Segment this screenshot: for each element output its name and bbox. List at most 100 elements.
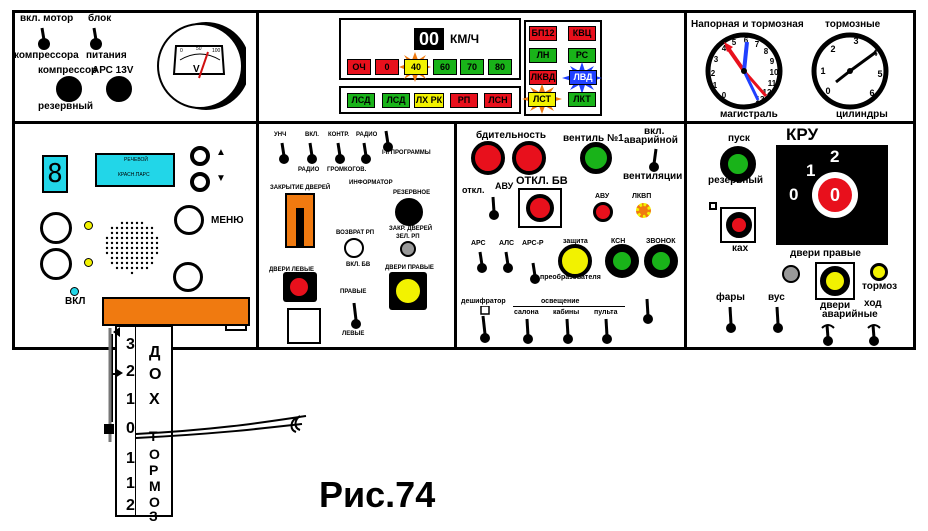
speaker-hole (115, 236, 119, 240)
reserve-compressor-button[interactable] (56, 76, 82, 102)
compressor-label: компрессора (14, 50, 79, 61)
converter-protection-button[interactable] (558, 244, 592, 278)
speaker-hole (140, 246, 144, 250)
lamp-lkt: ЛКТ (568, 92, 596, 107)
doors-left-button[interactable] (288, 276, 310, 298)
handle-char-3: Х (149, 391, 160, 408)
door-side-toggle[interactable] (349, 302, 363, 332)
reserve-door-close-button[interactable] (395, 198, 423, 226)
doors-right-button[interactable] (394, 277, 422, 305)
bv-off-button[interactable] (526, 194, 554, 222)
radio-toggle[interactable] (305, 142, 319, 166)
aps-button[interactable] (106, 76, 132, 102)
g1-tick-2: 2 (711, 69, 716, 78)
move-emergency-toggle[interactable] (866, 322, 882, 348)
door-close2-label: ЗАКР. ДВЕРЕЙ (389, 226, 433, 232)
speaker-hole (120, 241, 124, 245)
digit-display: 8 (42, 155, 68, 193)
speaker-hole (120, 246, 124, 250)
doors-left-cover (287, 308, 321, 344)
bv-off-label: ОТКЛ. БВ (516, 175, 568, 187)
als-toggle[interactable] (501, 251, 515, 275)
handle-char-2: О (149, 366, 162, 383)
power-toggle-switch[interactable] (88, 26, 104, 52)
speaker-hole (135, 256, 139, 260)
vigilance-label: бдительность (476, 130, 547, 141)
doors-right2-button[interactable] (820, 266, 850, 296)
g1-tick-1: 1 (713, 81, 718, 90)
loudspeaker-toggle[interactable] (333, 142, 347, 166)
program-toggle[interactable] (381, 130, 395, 154)
ars-r-toggle[interactable] (528, 262, 542, 286)
headlights-label: фары (716, 292, 745, 303)
brake-lamp (870, 263, 888, 281)
ars-toggle[interactable] (475, 251, 489, 275)
up-button[interactable] (190, 146, 210, 166)
informator-toggle[interactable] (359, 142, 373, 166)
orange-handle-bar[interactable] (102, 297, 250, 326)
ventilation-label: вентиляции (623, 171, 683, 182)
g1-tick-12: 12 (763, 88, 772, 97)
salon-light-toggle[interactable] (521, 318, 535, 346)
speaker-hole (105, 241, 109, 245)
door-close-lever[interactable] (296, 208, 304, 246)
kru-pos-2: 2 (830, 147, 840, 166)
g2-tick-6: 6 (869, 88, 874, 98)
emergency-label: аварийные (822, 309, 878, 320)
menu-button[interactable] (174, 205, 204, 235)
speaker-hole (130, 221, 134, 225)
valve1-label: вентиль №1 (563, 133, 624, 144)
bell-button[interactable] (644, 244, 678, 278)
speaker-hole (110, 246, 114, 250)
vigilance-button-1[interactable] (471, 141, 505, 175)
left-button-2[interactable] (40, 248, 72, 280)
lamp-lst: ЛСТ (528, 92, 556, 107)
down-button[interactable] (190, 172, 210, 192)
kru-key[interactable]: 0 (818, 178, 852, 212)
info-screen (95, 153, 175, 187)
reserve-start-button[interactable] (720, 146, 756, 182)
return-rp-label: ВОЗВРАТ РП (336, 230, 375, 236)
decoder-toggle[interactable] (478, 306, 492, 346)
reserve-door-label: РЕЗЕРВНОЕ (393, 190, 431, 196)
vus-toggle[interactable] (771, 306, 785, 336)
ars-r-label: АРС-Р (522, 240, 544, 247)
speaker-hole (130, 241, 134, 245)
extra-toggle[interactable] (641, 298, 655, 326)
g1-tick-7: 7 (755, 40, 760, 49)
lamp-lhrk: ЛХ РК (414, 93, 444, 108)
right-round-button[interactable] (173, 262, 203, 292)
vent-emergency-toggle[interactable] (647, 148, 661, 174)
handle-char-5: О (149, 446, 160, 462)
g1-tick-3: 3 (714, 55, 719, 64)
speaker-hole (150, 241, 154, 245)
speaker-hole (110, 261, 114, 265)
valve1-button[interactable] (580, 142, 612, 174)
handle-pos-1c: 1 (126, 475, 135, 492)
ksn-button[interactable] (605, 244, 639, 278)
speaker-hole (105, 246, 109, 250)
headlights-toggle[interactable] (724, 306, 738, 336)
motor-toggle-switch[interactable] (36, 26, 52, 52)
doors-right-label: ДВЕРИ ПРАВЫЕ (385, 265, 434, 271)
vigilance-button-2[interactable] (512, 141, 546, 175)
speaker-hole (110, 251, 114, 255)
speaker-hole (135, 241, 139, 245)
vent-emergency-label: аварийной (624, 135, 678, 146)
speed-value: 00 (414, 28, 444, 50)
console-light-toggle[interactable] (600, 318, 614, 346)
g2-tick-1: 1 (820, 66, 825, 76)
left-button-1[interactable] (40, 212, 72, 244)
kah-button[interactable] (726, 212, 752, 238)
handle-char-1: Д (149, 344, 161, 361)
vkl-label: ВКЛ. (305, 132, 319, 138)
handle-title: Д О Х Т О Р М О З (145, 343, 167, 524)
doors-emerg-label: двери (820, 300, 851, 311)
unch-toggle[interactable] (277, 142, 291, 166)
g1-tick-5: 5 (732, 38, 737, 47)
avu-toggle[interactable] (485, 196, 505, 222)
doors-emergency-toggle[interactable] (820, 322, 836, 348)
cabin-light-toggle[interactable] (561, 318, 575, 346)
return-rp-button[interactable] (344, 238, 364, 258)
lamp-lsd-1: ЛСД (347, 93, 375, 108)
